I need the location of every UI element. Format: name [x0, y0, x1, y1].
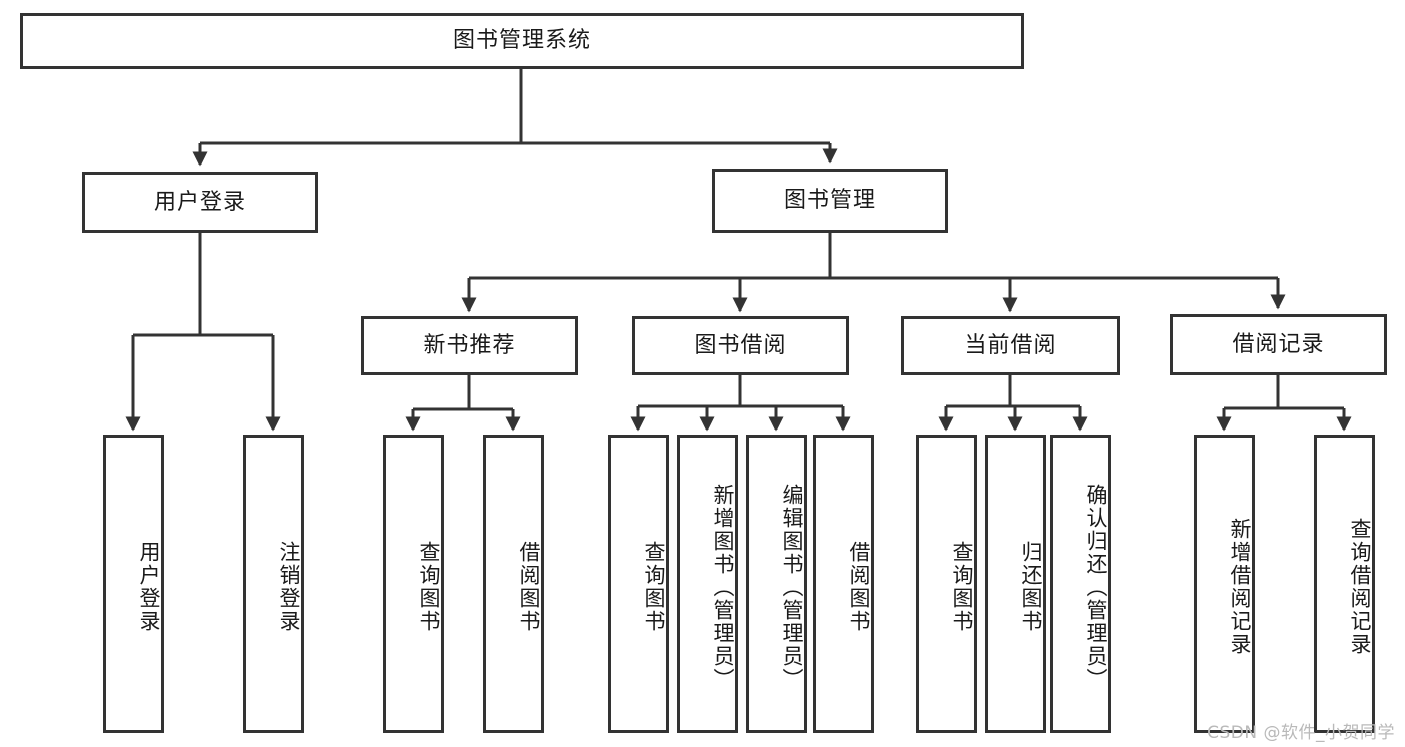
- node-book-manage[interactable]: 图书管理: [712, 169, 948, 233]
- node-leaf-confirm-return-label: 确认归还（管理员）: [1084, 483, 1108, 691]
- node-new-book-recommend-label: 新书推荐: [423, 332, 516, 358]
- node-leaf-borrow-book-2-label: 借阅图书: [847, 541, 871, 633]
- node-user-login-label: 用户登录: [153, 189, 246, 215]
- node-leaf-query-book-2[interactable]: 查询图书: [608, 435, 669, 733]
- node-leaf-query-book-3[interactable]: 查询图书: [916, 435, 977, 733]
- node-book-borrow[interactable]: 图书借阅: [632, 316, 849, 375]
- node-leaf-return-book-label: 归还图书: [1019, 541, 1043, 633]
- node-leaf-borrow-book-1-label: 借阅图书: [517, 541, 541, 633]
- node-user-login[interactable]: 用户登录: [82, 172, 318, 233]
- node-leaf-query-book-1-label: 查询图书: [417, 541, 441, 633]
- node-leaf-user-login-label: 用户登录: [137, 541, 161, 633]
- node-root-label: 图书管理系统: [452, 28, 591, 54]
- node-leaf-add-record-label: 新增借阅记录: [1228, 518, 1252, 656]
- node-leaf-query-book-2-label: 查询图书: [642, 541, 666, 633]
- node-leaf-add-book[interactable]: 新增图书（管理员）: [677, 435, 738, 733]
- node-leaf-logout[interactable]: 注销登录: [243, 435, 304, 733]
- node-leaf-borrow-book-1[interactable]: 借阅图书: [483, 435, 544, 733]
- node-leaf-query-book-3-label: 查询图书: [950, 541, 974, 633]
- node-leaf-edit-book[interactable]: 编辑图书（管理员）: [746, 435, 807, 733]
- node-book-borrow-label: 图书借阅: [694, 332, 787, 358]
- node-current-borrow[interactable]: 当前借阅: [901, 316, 1120, 375]
- node-leaf-query-record-label: 查询借阅记录: [1348, 518, 1372, 656]
- node-root[interactable]: 图书管理系统: [20, 13, 1024, 69]
- node-leaf-add-book-label: 新增图书（管理员）: [711, 483, 735, 691]
- node-leaf-confirm-return[interactable]: 确认归还（管理员）: [1050, 435, 1111, 733]
- node-new-book-recommend[interactable]: 新书推荐: [361, 316, 578, 375]
- node-leaf-query-record[interactable]: 查询借阅记录: [1314, 435, 1375, 733]
- node-leaf-borrow-book-2[interactable]: 借阅图书: [813, 435, 874, 733]
- node-leaf-logout-label: 注销登录: [277, 541, 301, 633]
- node-leaf-query-book-1[interactable]: 查询图书: [383, 435, 444, 733]
- csdn-watermark: CSDN @软件_小贺同学: [1207, 723, 1395, 743]
- node-book-manage-label: 图书管理: [783, 188, 876, 214]
- node-leaf-add-record[interactable]: 新增借阅记录: [1194, 435, 1255, 733]
- node-current-borrow-label: 当前借阅: [964, 332, 1057, 358]
- node-leaf-edit-book-label: 编辑图书（管理员）: [780, 483, 804, 691]
- node-borrow-record-label: 借阅记录: [1232, 331, 1325, 357]
- node-leaf-user-login[interactable]: 用户登录: [103, 435, 164, 733]
- node-borrow-record[interactable]: 借阅记录: [1170, 314, 1387, 375]
- node-leaf-return-book[interactable]: 归还图书: [985, 435, 1046, 733]
